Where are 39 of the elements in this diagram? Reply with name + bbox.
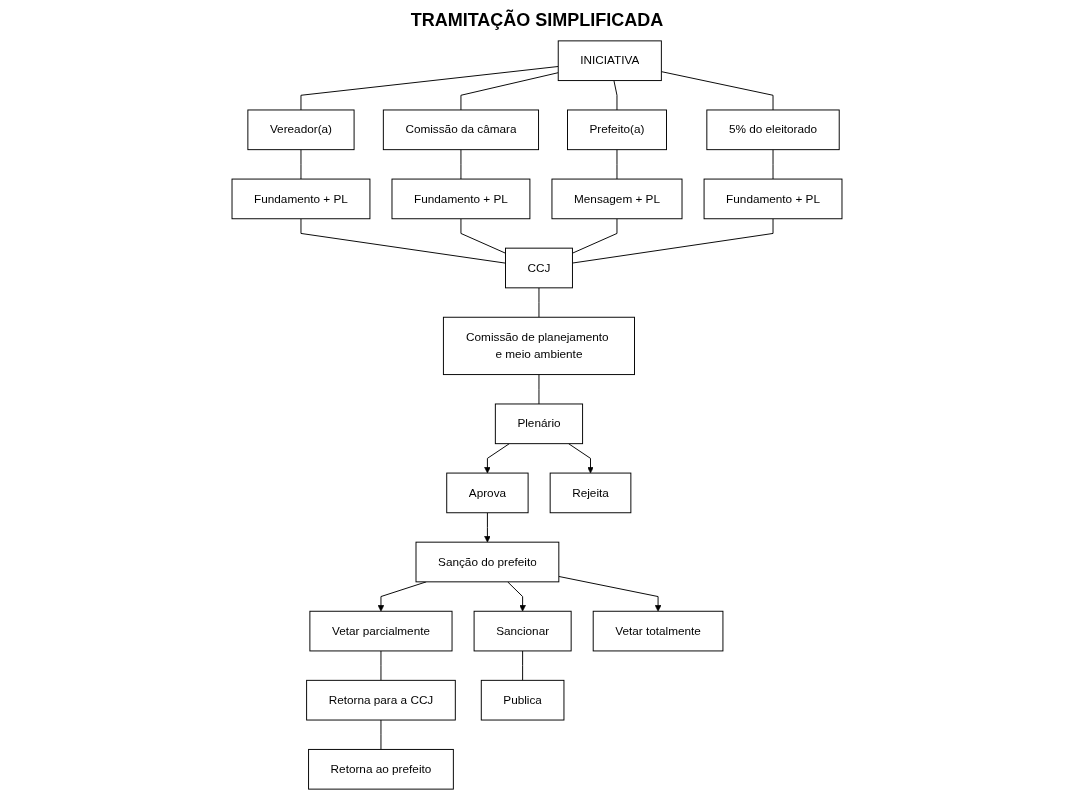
- connector: [571, 218, 774, 264]
- node-box: Fundamento + PL: [703, 178, 843, 220]
- connector: [522, 650, 524, 681]
- connector: [772, 149, 774, 180]
- node-box: CCJ: [505, 247, 573, 289]
- connector: [571, 218, 618, 254]
- connector: [380, 719, 382, 750]
- node-box: Rejeita: [549, 472, 632, 514]
- node-box: Aprova: [446, 472, 529, 514]
- node-box: INICIATIVA: [557, 40, 662, 82]
- node-box: Retorna ao prefeito: [308, 748, 454, 790]
- node-box: Comissão da câmara: [382, 109, 540, 151]
- node-box: Publica: [480, 679, 565, 721]
- connector: [300, 218, 506, 264]
- connector: [460, 149, 462, 180]
- node-box: Fundamento + PL: [231, 178, 371, 220]
- connector: [613, 80, 618, 111]
- node-box: 5% do eleitorado: [706, 109, 840, 151]
- connector: [538, 374, 540, 405]
- node-box: Vetar parcialmente: [309, 610, 453, 652]
- node-box: Prefeito(a): [567, 109, 667, 151]
- node-box: Sanção do prefeito: [415, 541, 560, 583]
- node-box: Retorna para a CCJ: [306, 679, 456, 721]
- connector: [380, 650, 382, 681]
- node-box: Comissão de planejamento e meio ambiente: [442, 316, 635, 376]
- connector: [460, 218, 506, 254]
- connector: [616, 149, 618, 180]
- node-box: Sancionar: [473, 610, 572, 652]
- node-box: Vetar totalmente: [592, 610, 724, 652]
- connector: [660, 71, 774, 111]
- node-box: Mensagem + PL: [551, 178, 683, 220]
- node-box: Plenário: [494, 403, 584, 445]
- node-box: Fundamento + PL: [391, 178, 531, 220]
- connector: [538, 287, 540, 318]
- connector: [300, 149, 302, 180]
- node-box: Vereador(a): [247, 109, 355, 151]
- connector: [460, 72, 559, 111]
- diagram-title: TRAMITAÇÃO SIMPLIFICADA: [409, 10, 665, 31]
- connector: [300, 66, 559, 111]
